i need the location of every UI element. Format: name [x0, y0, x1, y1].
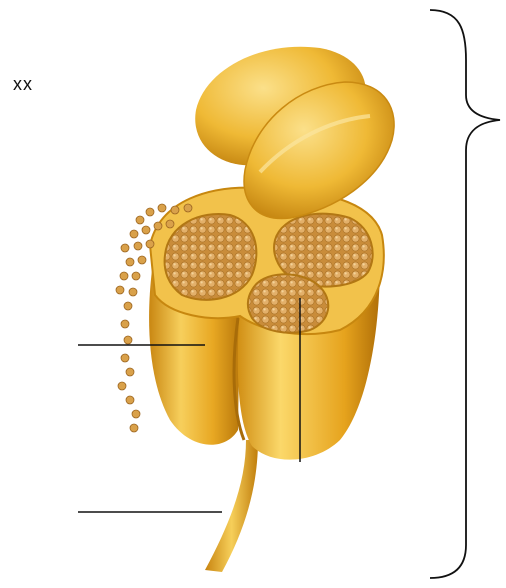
brace: [430, 10, 500, 578]
figure-label: xx: [13, 74, 33, 95]
filament: [205, 440, 258, 572]
pollen-sac-3: [248, 274, 328, 332]
